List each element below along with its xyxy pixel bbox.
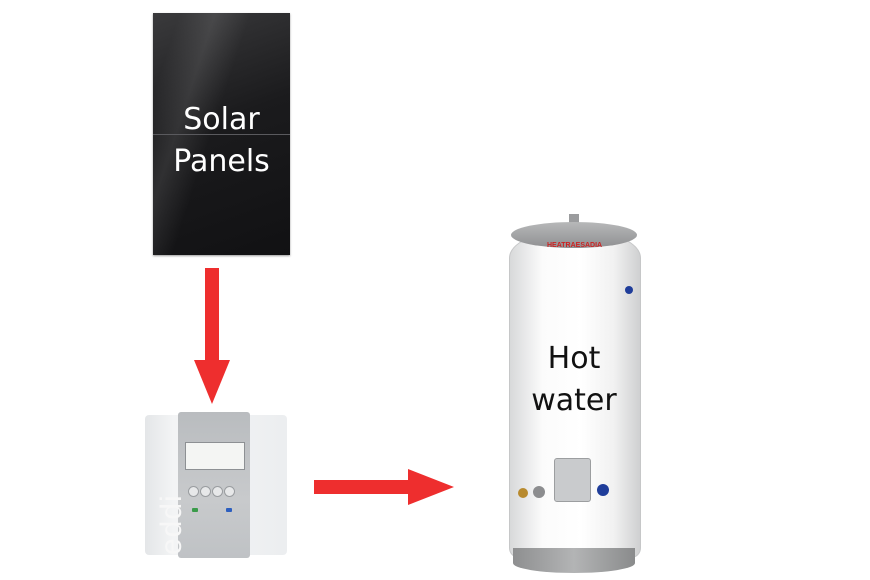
diverter-button bbox=[200, 486, 211, 497]
diverter-display bbox=[185, 442, 245, 470]
arrow-diverter-to-cylinder bbox=[314, 469, 454, 505]
valve-icon bbox=[625, 286, 633, 294]
arrow-solar-to-diverter bbox=[194, 268, 230, 404]
solar-label-line1: Solar bbox=[183, 102, 260, 137]
hot-water-cylinder-node: HEATRAESADIA Hot water bbox=[509, 214, 641, 573]
valve-icon bbox=[597, 484, 609, 496]
cylinder-label-line1: Hot bbox=[547, 341, 601, 376]
diverter-brand: eddi bbox=[155, 494, 188, 555]
pipe-fitting-icon bbox=[518, 488, 528, 498]
cylinder-base bbox=[513, 548, 635, 573]
diverter-button bbox=[212, 486, 223, 497]
cylinder-body bbox=[509, 230, 641, 558]
diverter-button bbox=[188, 486, 199, 497]
cylinder-top-cap bbox=[511, 222, 637, 248]
diverter-faceplate bbox=[178, 412, 250, 558]
panel-seam bbox=[153, 134, 290, 135]
diverter-button bbox=[224, 486, 235, 497]
cylinder-brand: HEATRAESADIA bbox=[547, 242, 603, 249]
solar-panel-label: Solar Panels bbox=[153, 99, 290, 183]
solar-panel-node: Solar Panels bbox=[153, 13, 290, 255]
cylinder-top-pipe bbox=[569, 214, 579, 226]
pipe-fitting-icon bbox=[533, 486, 545, 498]
solar-label-line2: Panels bbox=[173, 144, 270, 179]
immersion-cover bbox=[554, 458, 591, 502]
status-led-icon bbox=[226, 508, 232, 512]
cylinder-label: Hot water bbox=[509, 338, 639, 422]
eddi-diverter-node: eddi bbox=[145, 412, 287, 558]
status-led-icon bbox=[192, 508, 198, 512]
cylinder-label-line2: water bbox=[531, 383, 617, 418]
